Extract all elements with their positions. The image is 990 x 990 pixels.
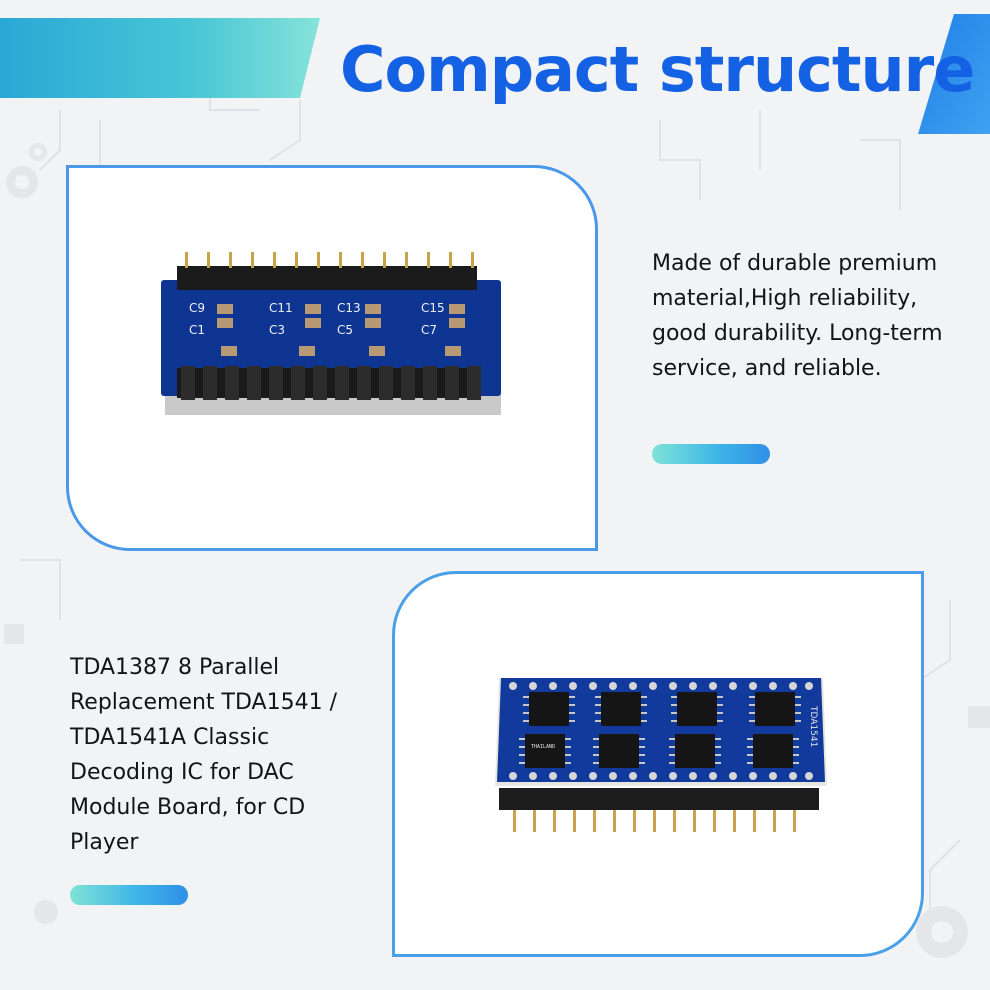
- silk-c1: C1: [189, 323, 205, 337]
- silk-c5: C5: [337, 323, 353, 337]
- product-image-frame-bottom: THAILAND TDA1541: [392, 571, 924, 957]
- product-description: TDA1387 8 Parallel Replacement TDA1541 /…: [70, 655, 337, 855]
- silk-c13: C13: [337, 301, 361, 315]
- board-top-view-image: C9 C11 C13 C15 C1 C3 C5 C7: [161, 252, 501, 415]
- page-title: Compact structure: [340, 33, 975, 106]
- silk-c9: C9: [189, 301, 205, 315]
- feature-description-durability: Made of durable premium material,High re…: [652, 251, 943, 381]
- silk-c15: C15: [421, 301, 445, 315]
- silk-c3: C3: [269, 323, 285, 337]
- board-chip-view-image: THAILAND TDA1541: [495, 678, 827, 832]
- silk-c11: C11: [269, 301, 293, 315]
- chip-label: THAILAND: [531, 744, 555, 750]
- accent-bar-1: [652, 444, 770, 464]
- accent-bar-2: [70, 885, 188, 905]
- silk-c7: C7: [421, 323, 437, 337]
- header-left-banner: [0, 18, 320, 98]
- product-image-frame-top: C9 C11 C13 C15 C1 C3 C5 C7: [66, 165, 598, 551]
- header-right-banner: [918, 14, 990, 134]
- board-edge-label: TDA1541: [808, 705, 818, 747]
